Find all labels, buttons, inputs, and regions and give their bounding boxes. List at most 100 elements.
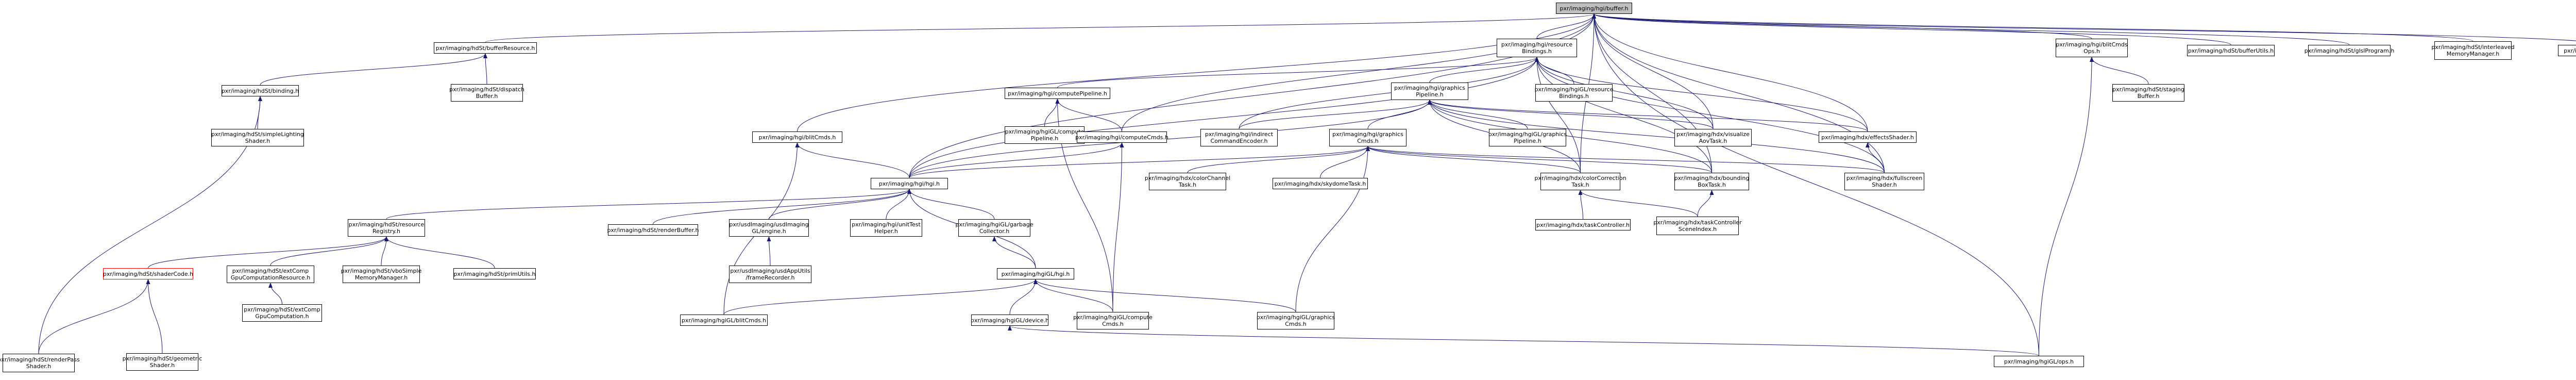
graph-node-blitCmdsTop[interactable]: pxr/imaging/hgi/blitCmds.h <box>752 131 842 143</box>
edge-effectsShader-to-resourceBindings <box>1535 57 1868 132</box>
graph-node-taskController[interactable]: pxr/imaging/hdx/taskController.h <box>1535 219 1631 230</box>
graph-node-label: pxr/imaging/hdSt/extComp <box>244 306 320 313</box>
edge-fullscreenShader-to-graphicsCmds <box>1366 146 1885 173</box>
edge-taskControllerSceneIndex-to-colorCorrection <box>1578 190 1698 217</box>
graph-node-computeCmds[interactable]: pxr/imaging/hgi/computeCmds.h <box>1075 131 1168 143</box>
graph-node-glslProgram[interactable]: pxr/imaging/hdSt/glslProgram.h <box>2304 45 2394 56</box>
edge-computeCmds-to-computePipeline <box>1055 98 1122 132</box>
graph-node-glBlitCmds[interactable]: pxr/imaging/hgiGL/blitCmds.h <box>680 315 768 326</box>
graph-node-primUtils[interactable]: pxr/imaging/hdSt/primUtils.h <box>453 268 536 279</box>
graph-node-label: BoxTask.h <box>1698 181 1726 188</box>
graph-node-effectsShader[interactable]: pxr/imaging/hdx/effectsShader.h <box>1819 131 1917 143</box>
graph-node-label: Task.h <box>1178 181 1197 188</box>
edge-hgiH-to-graphicsPipeline <box>909 100 1432 178</box>
graph-node-label: Shader.h <box>1872 181 1897 188</box>
graph-node-shaderCode[interactable]: pxr/imaging/hdSt/shaderCode.h <box>103 268 193 279</box>
graph-node-hgiH[interactable]: pxr/imaging/hgi/hgi.h <box>871 178 948 189</box>
graph-node-label: MemoryManager.h <box>354 274 408 281</box>
edge-graphicsCmds-to-graphicsPipeline <box>1367 100 1432 129</box>
graph-node-label: Registry.h <box>372 228 400 235</box>
graph-node-computePipeline[interactable]: pxr/imaging/hgi/computePipeline.h <box>1005 88 1110 99</box>
graph-node-label: Ops.h <box>2083 48 2100 55</box>
graph-node-label: SceneIndex.h <box>1678 226 1717 233</box>
graph-node-glOps[interactable]: pxr/imaging/hgiGL/ops.h <box>1994 356 2084 367</box>
graph-node-label: /frameRecorder.h <box>745 274 795 281</box>
graph-node-label: Bindings.h <box>1559 93 1589 100</box>
graph-node-label: Shader.h <box>26 363 52 370</box>
edge-interleaved-to-root <box>1592 13 2473 42</box>
edge-glHgi-to-garbageCollector <box>992 236 1036 269</box>
graph-node-frameRecorder[interactable]: pxr/usdImaging/usdAppUtils/frameRecorder… <box>729 266 811 283</box>
edge-hgiH-to-resourceBindings <box>909 57 1539 178</box>
graph-node-label: Shader.h <box>245 138 270 144</box>
graph-node-label: Pipeline.h <box>1416 91 1444 98</box>
graph-node-label: pxr/imaging/hgiGL/graphics <box>1256 314 1335 321</box>
edge-visualizeAov-to-resourceBindings <box>1535 57 1714 129</box>
graph-node-label: Shader.h <box>149 362 175 369</box>
graph-node-glDevice[interactable]: pxr/imaging/hgiGL/device.h <box>971 315 1049 326</box>
graph-node-label: pxr/imaging/hdx/taskController.h <box>1536 221 1630 228</box>
graph-node-glHgi[interactable]: pxr/imaging/hgiGL/hgi.h <box>997 268 1074 279</box>
graph-node-bufferResource[interactable]: pxr/imaging/hdSt/bufferResource.h <box>434 42 537 54</box>
edge-glOps-to-blitCmdsOps <box>2039 57 2094 356</box>
graph-node-label: pxr/imaging/hgi/hgi.h <box>878 180 940 187</box>
edge-computePipeline-to-resourceBindings <box>1057 57 1539 88</box>
graph-node-label: GpuComputation.h <box>255 313 309 320</box>
graph-node-label: GL/engine.h <box>752 228 786 235</box>
graph-node-bufferUtils[interactable]: pxr/imaging/hdSt/bufferUtils.h <box>2187 45 2275 56</box>
edge-blitCmdsOps-to-root <box>1592 13 2092 39</box>
edge-primUtils-to-resourceRegistry <box>384 236 495 269</box>
graph-node-skydome[interactable]: pxr/imaging/hdx/skydomeTask.h <box>1273 178 1368 189</box>
edge-boundingBox-to-graphicsCmds <box>1366 146 1712 173</box>
edge-indirectCommandEncoder-to-resourceBindings <box>1239 57 1539 129</box>
edge-taskControllerSceneIndex-to-boundingBox <box>1697 190 1714 217</box>
edge-shaderCode-to-resourceRegistry <box>148 236 388 269</box>
graph-node-label: pxr/imaging/hdx/effectsShader.h <box>1821 134 1914 141</box>
graph-node-label: pxr/imaging/hgi/graphics <box>1394 85 1465 91</box>
graph-node-label: pxr/imaging/hgiGL/ops.h <box>2004 358 2074 365</box>
graph-node-label: Bindings.h <box>1522 48 1552 55</box>
edge-indirectCommandEncoder-to-graphicsPipeline <box>1239 100 1432 129</box>
graph-node-root[interactable]: pxr/imaging/hgi/buffer.h <box>1556 3 1632 14</box>
graph-node-label: Cmds.h <box>1102 321 1124 327</box>
edge-dispatchBuffer-to-bufferResource <box>483 53 488 85</box>
edge-fullscreenShader-to-root <box>1592 13 1885 173</box>
graph-node-label: pxr/imaging/hdSt/binding.h <box>221 87 299 94</box>
graph-node-label: pxr/imaging/hgiGL/compute <box>1005 128 1084 135</box>
graph-node-binding[interactable]: pxr/imaging/hdSt/binding.h <box>222 85 299 96</box>
graph-node-renderBuffer[interactable]: pxr/imaging/hdSt/renderBuffer.h <box>607 224 699 236</box>
graph-node-glBuffer[interactable]: pxr/imaging/hgiGL/buffer.h <box>2558 45 2576 56</box>
graph-node-label: pxr/imaging/hgiGL/blitCmds.h <box>681 317 767 324</box>
graph-node-label: pxr/imaging/hgiGL/garbage <box>955 221 1033 228</box>
